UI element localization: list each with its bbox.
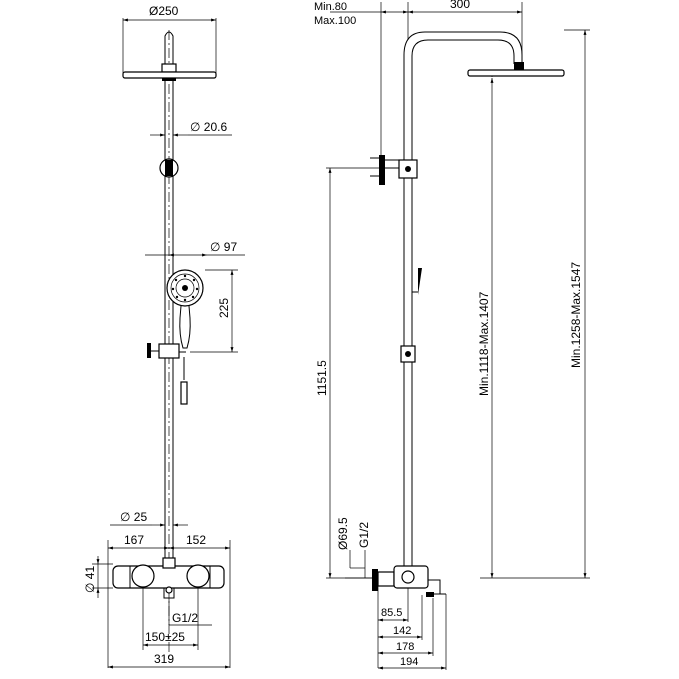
handshower-diameter-label: ∅ 97 — [210, 240, 237, 254]
riser-nut — [162, 557, 176, 569]
dim-85-5-label: 85.5 — [381, 607, 402, 619]
shower-head-front — [122, 71, 217, 79]
total-width-label: 319 — [154, 652, 174, 666]
bath-spout — [428, 579, 441, 595]
handshower-side — [418, 268, 422, 295]
shower-arm-outer — [403, 31, 523, 168]
riser-height-label: Min.1118-Max.1407 — [477, 291, 491, 396]
right-offset-label: 152 — [186, 533, 206, 547]
handshower-handle — [179, 305, 191, 349]
shower-arm-inner — [411, 39, 515, 168]
escutcheon-diameter-label: Ø69.5 — [336, 517, 350, 550]
total-height-label: Min.1258-Max.1547 — [569, 262, 583, 368]
head-arm — [164, 31, 174, 66]
front-thread-label: G1/2 — [172, 611, 198, 625]
wall-escutcheon — [372, 569, 378, 591]
arm-max-label: Max.100 — [314, 15, 356, 27]
eccentric-connector — [377, 571, 395, 587]
left-offset-label: 167 — [124, 533, 144, 547]
pipe-diameter-label: ∅ 20.6 — [190, 120, 227, 134]
hose-connector — [180, 381, 188, 405]
left-inlet — [131, 564, 155, 588]
head-swivel — [514, 62, 524, 70]
body-diameter-label: ∅ 41 — [83, 566, 97, 593]
front-view: Ø250 ∅ 20.6 ∅ 97 — [83, 4, 245, 669]
dim-194-label: 194 — [400, 656, 418, 668]
inlet-spacing-label: 150±25 — [145, 630, 185, 644]
side-view: Min.80 Max.100 300 Min.1258-Max.1547 Min… — [314, 0, 590, 670]
right-inlet — [186, 564, 210, 588]
wall-plate — [379, 155, 385, 185]
head-diameter-label: Ø250 — [149, 4, 179, 18]
dim-142-label: 142 — [393, 625, 411, 637]
arm-min-label: Min.80 — [314, 1, 347, 13]
handshower-height-label: 225 — [217, 298, 231, 318]
side-thread-label: G1/2 — [357, 522, 371, 548]
dim-178-label: 178 — [396, 641, 414, 653]
arm-length-label: 300 — [450, 0, 470, 11]
shower-head-side — [467, 69, 565, 77]
head-connector — [161, 63, 177, 73]
riser-diameter-label: ∅ 25 — [120, 510, 147, 524]
slider-holder — [158, 343, 180, 359]
bracket-height-label: 1151.5 — [315, 360, 329, 396]
